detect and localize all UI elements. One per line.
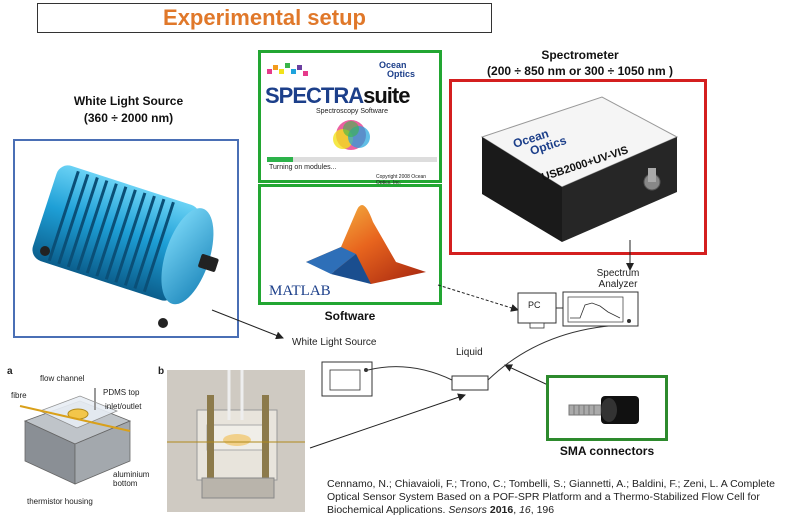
sma-connectors-photo [546,375,668,441]
citation-year: 2016 [489,504,514,516]
sma-connector-icon [568,396,639,424]
spectrometer-photo: Ocean Optics USB2000+UV-VIS [449,79,707,255]
citation-volume: 16 [519,504,531,516]
white-light-source-range: (360 ÷ 2000 nm) [83,111,174,125]
citation-authors: Cennamo, N.; Chiavaioli, F.; Trono, C.; … [327,478,776,516]
arrow-flow-cell [309,393,466,449]
ocean-optics-logo: Ocean Optics [379,61,415,79]
logo-line-2: Optics [387,69,416,79]
spectrum-analyzer-label: Spectrum Analyzer [596,268,640,290]
fiber-in [367,366,453,381]
spectrometer-device-illustration [480,96,679,242]
white-light-source-label: White Light Source [73,94,184,108]
aluminium-bottom-label: aluminium bottom [113,470,150,488]
copyright-text: Copyright 2008 Ocean Optics, Inc. [376,174,427,186]
flow-cell-diagram-a: a flow channel fibre PDMS top inlet/outl… [5,366,155,511]
light-source-illustration [32,165,219,328]
flow-channel-label: flow channel [40,374,85,383]
brand-part-2: suite [363,83,410,108]
flow-cell-photo-b [167,370,305,512]
brand-part-1: SPECTRA [265,83,364,108]
label-a: a [7,366,13,377]
thermistor-housing-label: thermistor housing [27,497,93,506]
pixel-logo-icon [267,63,308,76]
schematic-light-source-box [321,361,373,397]
spectrometer-range: (200 ÷ 850 nm or 300 ÷ 1050 nm ) [487,64,673,78]
sma-connectors-label: SMA connectors [559,444,655,458]
pc-label: PC [528,300,541,310]
title-box: Experimental setup [37,3,492,33]
white-light-source-photo [13,139,239,338]
spectrasuite-screen: Ocean Optics SPECTRAsuite Spectroscopy S… [258,50,442,186]
pdms-top-label: PDMS top [103,388,140,397]
matlab-membrane-icon [306,204,426,284]
arrow-sma [504,364,549,386]
software-label: Software [324,309,376,323]
flow-cell-photo-illustration [167,370,305,512]
fibre-label: fibre [11,391,27,400]
liquid-cell [451,375,489,391]
loading-progress-bar [267,157,437,162]
citation-journal: Sensors [448,504,487,516]
progress-fill [267,157,293,162]
citation-pages: , 196 [530,504,555,516]
inlet-outlet-label: inlet/outlet [105,402,142,411]
liquid-label: Liquid [456,347,483,358]
color-splash-icon [333,120,370,150]
page-title: Experimental setup [163,5,366,30]
arrow-software [437,284,519,312]
spectrasuite-subtitle: Spectroscopy Software [316,108,388,115]
arrow-light-source [211,309,284,340]
flow-cell-3d-diagram [19,388,132,485]
spectrasuite-brand: SPECTRAsuite [265,83,410,109]
citation: Cennamo, N.; Chiavaioli, F.; Trono, C.; … [327,478,776,516]
matlab-label: MATLAB [269,283,331,299]
logo-line-1: Ocean [379,60,407,70]
schematic-light-source-label: White Light Source [292,337,377,348]
fiber-out [487,324,621,381]
loading-text: Turning on modules... [269,164,337,171]
matlab-screen: MATLAB [258,184,442,305]
label-b: b [158,366,165,377]
spectrometer-label: Spectrometer [541,48,619,62]
